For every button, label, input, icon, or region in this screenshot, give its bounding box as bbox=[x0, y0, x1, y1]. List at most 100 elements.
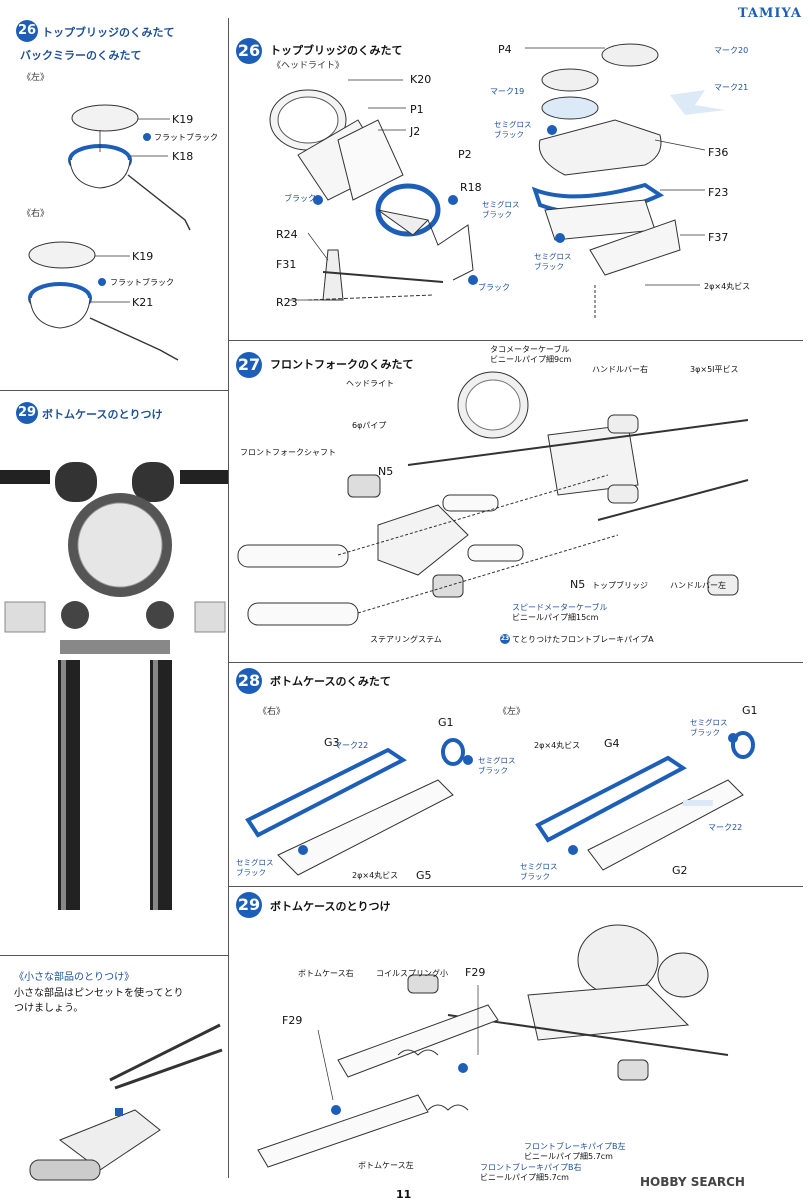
step-26-title-left: トップブリッジのくみたて bbox=[42, 26, 175, 39]
steering-stem-label: ステアリングステム bbox=[370, 635, 442, 644]
part-g1-left: G1 bbox=[742, 704, 758, 717]
decal-mark-20: マーク20 bbox=[714, 46, 749, 55]
step-27-title: フロントフォークのくみたて bbox=[270, 358, 414, 371]
decal-mark-22-right: マーク22 bbox=[334, 741, 369, 750]
paint-semigloss-28a: セミグロス bbox=[478, 756, 516, 765]
part-k20: K20 bbox=[410, 73, 432, 86]
part-r23: R23 bbox=[276, 296, 298, 309]
part-f31: F31 bbox=[276, 258, 297, 271]
part-f37: F37 bbox=[708, 231, 729, 244]
tweezers-drawing bbox=[29, 1023, 223, 1181]
part-p4: P4 bbox=[498, 43, 512, 56]
step-27-badge: 27 bbox=[236, 352, 262, 378]
part-g1-right: G1 bbox=[438, 716, 454, 729]
part-g2: G2 bbox=[672, 864, 688, 877]
part-k18: K18 bbox=[172, 150, 194, 163]
brake-pipe-b-right-label: フロントブレーキパイプB右 bbox=[480, 1163, 582, 1172]
paint-semigloss-28d: セミグロス bbox=[520, 862, 558, 871]
decal-mark-21: マーク21 bbox=[714, 83, 749, 92]
front-view-photo bbox=[0, 462, 228, 910]
coil-spring-label: コイルスプリング小 bbox=[376, 969, 448, 978]
flat-black-label-left: フラットブラック bbox=[154, 133, 218, 142]
vertical-divider bbox=[228, 18, 229, 1178]
paint-semigloss-28b: セミグロス bbox=[236, 858, 274, 867]
step-26-title: トップブリッジのくみたて bbox=[270, 44, 403, 57]
part-f36: F36 bbox=[708, 146, 729, 159]
mirror-left-drawing bbox=[68, 104, 191, 231]
horizontal-divider-27-28 bbox=[228, 662, 803, 663]
watermark: HOBBY SEARCH bbox=[640, 1175, 745, 1189]
paint-black-28d: ブラック bbox=[520, 872, 550, 881]
vinyl-pipe-right-label: ビニールパイプ細5.7cm bbox=[480, 1173, 569, 1182]
headlight-subtitle: 《ヘッドライト》 bbox=[272, 61, 345, 71]
left-divider-small-parts bbox=[0, 955, 228, 956]
part-r18: R18 bbox=[460, 181, 482, 194]
paint-semigloss-2: セミグロス bbox=[494, 120, 532, 129]
handlebar-left-label: ハンドルバー左 bbox=[670, 581, 726, 590]
tacho-pipe-label: ビニールパイプ細9cm bbox=[490, 355, 572, 364]
paint-black-3: ブラック bbox=[494, 130, 524, 139]
brake-pipe-b-left-label: フロントブレーキパイプB左 bbox=[524, 1142, 626, 1151]
part-g3: G3 bbox=[324, 736, 340, 749]
front-fork-assembly-drawing bbox=[237, 371, 749, 626]
paint-black-28a: ブラック bbox=[478, 766, 508, 775]
step-28-left-label: 《左》 bbox=[498, 707, 526, 717]
top-bridge-label: トップブリッジ bbox=[592, 581, 648, 590]
part-k21: K21 bbox=[132, 296, 154, 309]
step-29-title-left: ボトムケースのとりつけ bbox=[42, 408, 163, 421]
fork-shaft-label: フロントフォークシャフト bbox=[240, 448, 336, 457]
bottom-case-right-label: ボトムケース右 bbox=[298, 969, 354, 978]
part-f29-upper: F29 bbox=[465, 966, 486, 979]
mirror-right-drawing bbox=[28, 241, 179, 361]
page-number: 11 bbox=[396, 1188, 412, 1201]
part-g5: G5 bbox=[416, 869, 432, 882]
paint-black-4: ブラック bbox=[534, 262, 564, 271]
speedo-cable-label: スピードメーターケーブル bbox=[512, 603, 608, 612]
step-29-title: ボトムケースのとりつけ bbox=[270, 900, 391, 913]
small-parts-heading: 《小さな部品のとりつけ》 bbox=[14, 972, 135, 983]
paint-black-28c: ブラック bbox=[690, 728, 720, 737]
vinyl-pipe-left-label: ビニールパイプ細5.7cm bbox=[524, 1152, 613, 1161]
part-k19-right: K19 bbox=[132, 250, 154, 263]
part-f23: F23 bbox=[708, 186, 729, 199]
meter-assembly-drawing bbox=[525, 43, 725, 320]
screw-spec-27: 3φ×5I平ビス bbox=[690, 365, 739, 374]
screw-spec-28a: 2φ×4丸ビス bbox=[352, 871, 399, 880]
paint-black-2: ブラック bbox=[478, 283, 510, 292]
screw-spec-26: 2φ×4丸ビス bbox=[704, 282, 751, 291]
step-29-badge: 29 bbox=[236, 892, 262, 918]
part-g4: G4 bbox=[604, 737, 620, 750]
bottom-case-attach-drawing bbox=[257, 924, 729, 1168]
part-n5-upper: N5 bbox=[378, 465, 394, 478]
paint-black-28b: ブラック bbox=[236, 868, 266, 877]
step-28-badge: 28 bbox=[236, 668, 262, 694]
brake-pipe-a-label: てとりつけたフロントブレーキパイプA bbox=[512, 635, 654, 644]
small-parts-line2: つけましょう。 bbox=[14, 1003, 84, 1014]
left-side-label: 《左》 bbox=[22, 73, 50, 83]
paint-semigloss-28c: セミグロス bbox=[690, 718, 728, 727]
part-j2: J2 bbox=[410, 125, 421, 138]
decal-mark-19: マーク19 bbox=[490, 87, 525, 96]
part-p2: P2 bbox=[458, 148, 472, 161]
left-divider-mirror bbox=[0, 390, 228, 391]
headlight-label: ヘッドライト bbox=[346, 379, 394, 388]
flat-black-dot bbox=[143, 133, 151, 141]
paint-semigloss-3: セミグロス bbox=[534, 252, 572, 261]
pipe-6mm-label: 6φパイプ bbox=[352, 421, 387, 430]
bottom-case-left-label: ボトムケース左 bbox=[358, 1161, 414, 1170]
small-parts-line1: 小さな部品はピンセットを使ってとり bbox=[14, 988, 184, 999]
paint-black-1: ブラック bbox=[284, 194, 316, 203]
flat-black-label-right: フラットブラック bbox=[110, 278, 174, 287]
mirror-assembly-subtitle: バックミラーのくみたて bbox=[20, 49, 142, 62]
tacho-cable-label: タコメーターケーブル bbox=[490, 345, 570, 354]
part-n5-lower: N5 bbox=[570, 578, 586, 591]
flat-black-dot-right bbox=[98, 278, 106, 286]
right-side-label: 《右》 bbox=[22, 209, 50, 219]
brake-pipe-ref-badge: 23 bbox=[500, 634, 510, 644]
part-k19-left: K19 bbox=[172, 113, 194, 126]
decal-mark-22-left: マーク22 bbox=[708, 823, 743, 832]
part-p1: P1 bbox=[410, 103, 424, 116]
speedo-pipe-label: ビニールパイプ細15cm bbox=[512, 613, 599, 622]
part-f29-lower: F29 bbox=[282, 1014, 303, 1027]
horizontal-divider-28-29 bbox=[228, 886, 803, 887]
